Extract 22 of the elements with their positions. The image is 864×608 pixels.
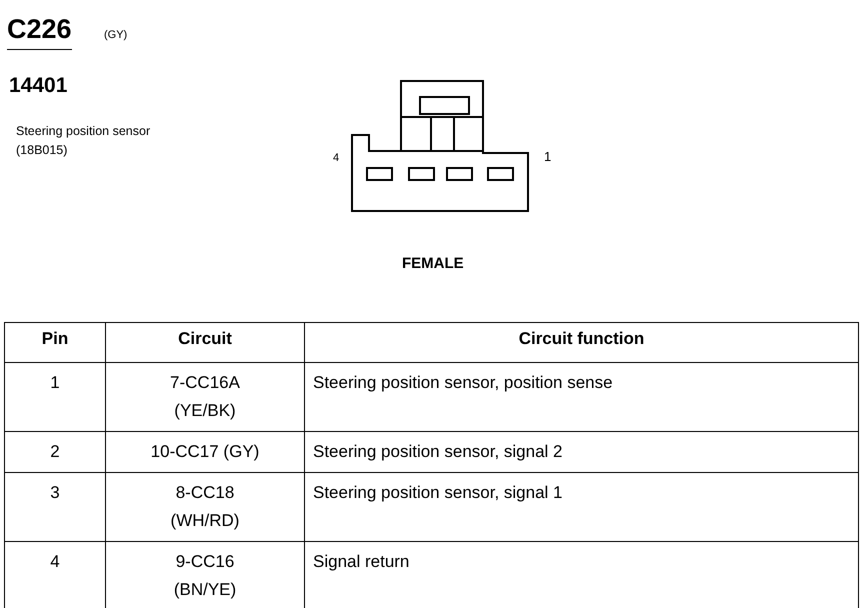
part-number: 14401 <box>9 74 68 98</box>
view-label: FEMALE <box>402 255 464 272</box>
table-cell-text: Signal return <box>313 551 410 573</box>
table-cell-text: 8-CC18 (WH/RD) <box>170 482 240 532</box>
column-header: Pin <box>42 328 68 350</box>
table-cell-text: Steering position sensor, signal 1 <box>313 482 562 504</box>
column-header: Circuit function <box>518 328 644 350</box>
table-cell-text: 7-CC16A (YE/BK) <box>169 372 241 422</box>
table-cell-text: 10-CC17 (GY) <box>150 441 260 463</box>
table-cell-text: Steering position sensor, position sense <box>313 372 613 394</box>
table-cell-text: Steering position sensor, signal 2 <box>313 441 562 463</box>
table-cell-text: 3 <box>50 482 60 504</box>
pin-number: 1 <box>544 149 552 164</box>
table-cell-text: 1 <box>50 372 60 394</box>
table-cell-text: 9-CC16 (BN/YE) <box>172 551 238 601</box>
connector-title: C226 <box>7 14 72 50</box>
table-cell-text: 4 <box>50 551 60 573</box>
table-cell-text: 2 <box>50 441 60 463</box>
color-code: (GY) <box>104 29 128 41</box>
pin-number: 4 <box>333 152 340 164</box>
column-header: Circuit <box>178 328 232 350</box>
component-name: Steering position sensor (18B015) <box>16 123 152 159</box>
